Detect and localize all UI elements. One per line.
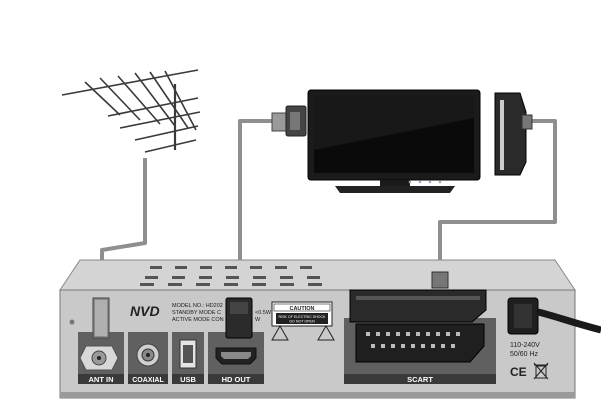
usb-port[interactable]: USB — [172, 332, 204, 384]
sticker-power-suffix-2: W — [255, 317, 261, 323]
scart-label: SCART — [407, 375, 433, 384]
caution-line-1: RISK OF ELECTRIC SHOCK — [279, 315, 327, 319]
hdmi-plug — [226, 298, 252, 338]
power-voltage: 110-240V — [510, 342, 540, 349]
hdmi-connector-tv — [272, 106, 306, 136]
caution-line-2: DO NOT OPEN — [289, 320, 314, 324]
tv-icon — [308, 90, 480, 193]
caution-title: CAUTION — [289, 306, 314, 312]
coaxial-port[interactable]: COAXIAL — [128, 332, 168, 384]
sticker-line-3: ACTIVE MODE CON — [172, 317, 224, 323]
coaxial-label: COAXIAL — [132, 377, 164, 384]
antenna-icon — [62, 70, 200, 152]
hd-out-label: HD OUT — [222, 375, 251, 384]
usb-label: USB — [180, 375, 196, 384]
caution-label: CAUTION RISK OF ELECTRIC SHOCK DO NOT OP… — [272, 302, 332, 326]
scart-port[interactable]: SCART — [344, 318, 496, 384]
ant-in-port[interactable]: ANT IN — [78, 332, 124, 384]
scart-connector-tv — [495, 93, 532, 175]
sticker-line-2: STANDBY MODE C — [172, 310, 221, 316]
antenna-plug — [93, 298, 109, 338]
sticker-power-suffix: <0.5W — [255, 310, 272, 316]
ant-in-label: ANT IN — [89, 375, 114, 384]
power-frequency: 50/60 Hz — [510, 351, 539, 358]
sticker-line-1: MODEL NO.: HD202 — [172, 303, 223, 309]
brand-logo: NVD — [130, 303, 160, 319]
ce-mark: CE — [510, 365, 527, 379]
hd-out-port[interactable]: HD OUT — [208, 332, 264, 384]
